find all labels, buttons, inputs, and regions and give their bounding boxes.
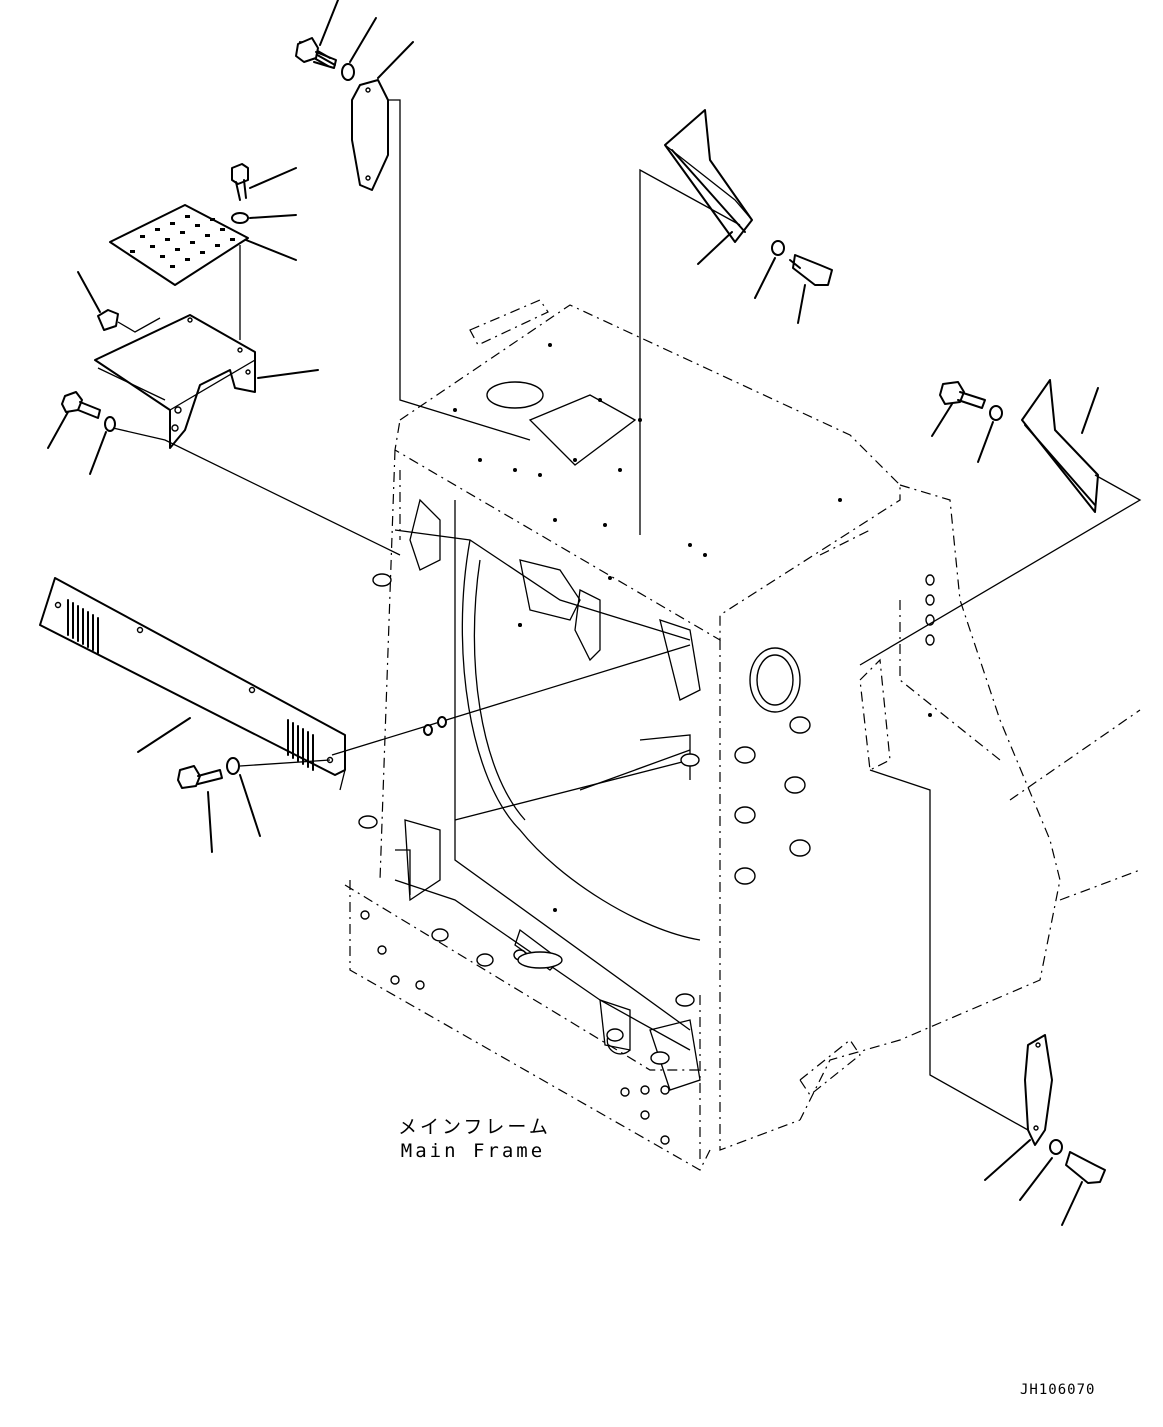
upper-left-cover-group (61, 163, 401, 556)
leader-lines (47, 0, 1099, 1226)
right-louver (287, 719, 314, 771)
right-side-bracket-group (859, 379, 1142, 666)
drawing-code: JH106070 (1020, 1382, 1096, 1398)
left-louver (67, 599, 99, 654)
upper-right-bracket-group (639, 109, 833, 535)
frame-holes (358, 343, 935, 1145)
louvered-side-cover-group (39, 577, 691, 791)
lower-right-plate-group (869, 769, 1106, 1184)
main-frame-label-en: Main Frame (400, 1140, 546, 1162)
top-cover-plate-group (295, 37, 531, 441)
main-frame-label-jp: メインフレーム (398, 1116, 551, 1138)
main-frame-body (344, 299, 1141, 1171)
mesh-plate-holes (130, 215, 235, 268)
frame-inner-structure (394, 394, 701, 1091)
